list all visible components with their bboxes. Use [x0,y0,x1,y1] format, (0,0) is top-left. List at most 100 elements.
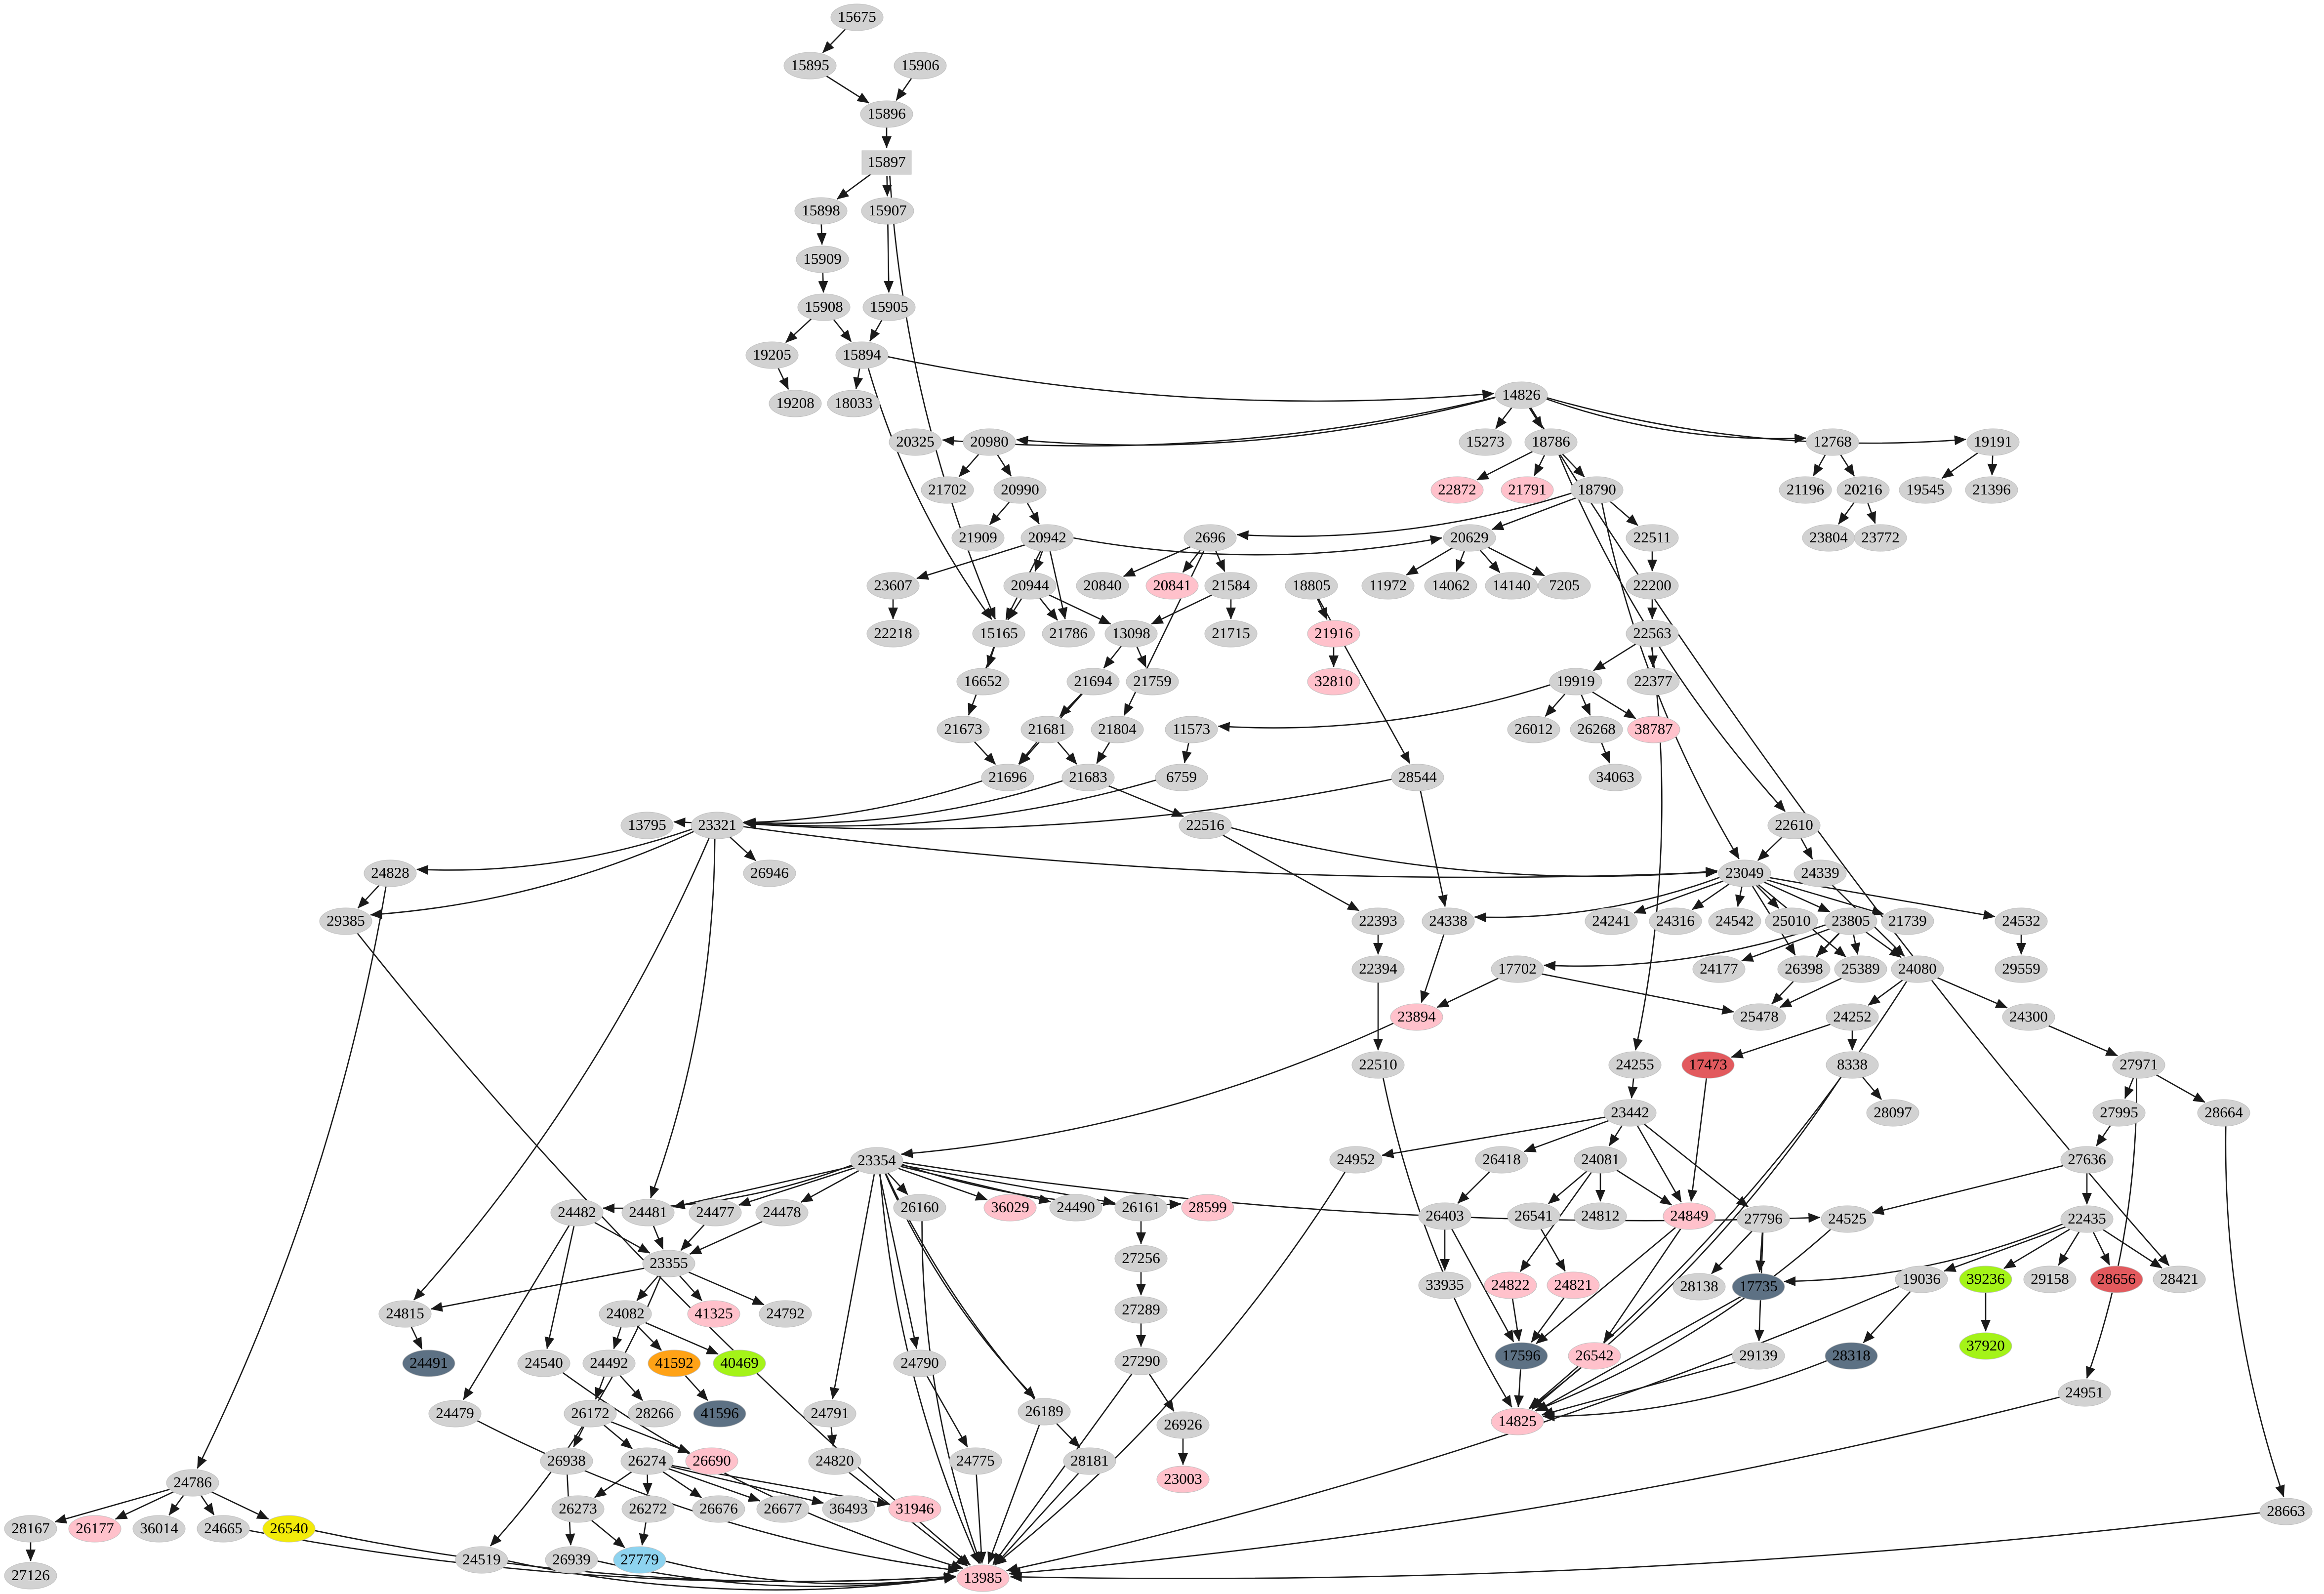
edge-14826-20980 [1016,397,1496,446]
graph-node-26542: 26542 [1568,1342,1621,1370]
node-label-24786: 24786 [173,1473,212,1491]
graph-node-37920: 37920 [1959,1332,2012,1360]
node-label-28167: 28167 [11,1519,50,1537]
edge-15905-15894 [869,320,883,342]
node-ellipse-shape [1114,1245,1168,1272]
node-ellipse-shape [1854,524,1907,552]
node-ellipse-shape [1570,716,1623,743]
graph-node-26939: 26939 [545,1546,598,1574]
node-label-27995: 27995 [2100,1104,2138,1121]
node-label-17735: 17735 [1739,1277,1778,1295]
edge-24786-36014 [168,1495,184,1516]
edge-23354-24478 [800,1170,859,1203]
node-ellipse-shape [1585,907,1638,935]
edge-23321-24815 [413,838,710,1301]
graph-node-27779: 27779 [613,1546,666,1574]
graph-node-24481: 24481 [621,1199,675,1226]
node-label-26677: 26677 [764,1500,802,1517]
node-label-26189: 26189 [1025,1402,1063,1420]
edge-24252-17473 [1731,1023,1831,1059]
node-label-25478: 25478 [1740,1008,1779,1025]
graph-node-21916: 21916 [1307,620,1360,648]
node-ellipse-shape [621,1495,675,1523]
graph-node-26177: 26177 [68,1515,122,1543]
node-label-22510: 22510 [1359,1056,1397,1073]
node-ellipse-shape [1155,764,1208,791]
node-ellipse-shape [1626,524,1679,552]
node-ellipse-shape [550,1199,604,1226]
node-ellipse-shape [642,1250,695,1277]
edge-15894-18033 [853,368,863,390]
node-ellipse-shape [132,1515,186,1543]
edge-24790-24775 [926,1376,968,1448]
edge-28181-13985 [994,1472,1079,1566]
graph-node-13985: 13985 [956,1564,1010,1592]
edge-15908-19205 [785,318,812,343]
node-ellipse-shape [1966,428,2020,456]
node-label-24952: 24952 [1337,1150,1375,1168]
node-ellipse-shape [1826,1051,1879,1079]
graph-node-21786: 21786 [1042,620,1095,648]
graph-node-15273: 15273 [1459,428,1512,456]
graph-node-15895: 15895 [783,52,837,80]
graph-node-11972: 11972 [1361,572,1415,600]
edge-26403-17596 [1451,1228,1514,1343]
graph-node-28656: 28656 [2090,1266,2143,1293]
graph-node-24822: 24822 [1484,1271,1537,1299]
edge-28318-14825 [1543,1360,1828,1422]
edge-24300-27971 [2048,1025,2118,1057]
node-label-26272: 26272 [629,1500,667,1517]
edge-18790-20629 [1491,497,1576,531]
node-ellipse-shape [861,197,914,225]
edge-22610-24339 [1800,838,1813,860]
node-ellipse-shape [1777,955,1831,983]
node-ellipse-shape [1307,668,1360,695]
node-label-23804: 23804 [1809,529,1848,546]
node-label-11573: 11573 [1173,720,1210,737]
graph-node-18790: 18790 [1570,476,1624,504]
edge-24482-23355 [594,1222,651,1254]
node-ellipse-shape [1091,716,1144,743]
graph-node-15909: 15909 [796,245,849,273]
edge-24815-24491 [410,1326,423,1350]
graph-node-21396: 21396 [1965,476,2018,504]
graph-node-22516: 22516 [1179,812,1232,839]
node-label-15905: 15905 [870,298,908,315]
graph-node-36493: 36493 [822,1495,875,1523]
edge-24822-17596 [1511,1298,1522,1342]
graph-node-24532: 24532 [1995,907,2048,935]
node-label-21702: 21702 [928,481,967,498]
node-label-21673: 21673 [944,720,982,737]
graph-node-27796: 27796 [1737,1205,1790,1233]
edge-28663-13985 [1010,1512,2260,1582]
graph-node-22563: 22563 [1626,620,1679,648]
edge-8338-28097 [1862,1076,1882,1100]
node-label-24542: 24542 [1715,912,1754,929]
node-ellipse-shape [1895,1266,1948,1293]
node-ellipse-shape [1626,620,1679,648]
node-label-21681: 21681 [1028,720,1066,737]
edge-23321-29385 [370,831,694,919]
node-ellipse-shape [1418,1271,1471,1299]
node-ellipse-shape [1495,381,1548,409]
node-ellipse-shape [1179,812,1232,839]
edge-20942-23607 [916,544,1025,580]
node-label-26541: 26541 [1514,1207,1553,1224]
graph-node-24815: 24815 [378,1300,432,1328]
node-label-24252: 24252 [1833,1008,1872,1025]
node-box-shape [861,150,912,175]
node-label-2696: 2696 [1195,529,1225,546]
graph-node-41592: 41592 [648,1349,701,1377]
edge-24481-23355 [652,1225,664,1250]
edge-14826-19191 [1547,397,1966,446]
node-ellipse-shape [1825,1342,1878,1370]
edge-26189-13985 [987,1425,1040,1564]
node-label-17596: 17596 [1502,1347,1541,1364]
node-ellipse-shape [827,390,880,417]
graph-node-24339: 24339 [1794,859,1847,887]
node-ellipse-shape [1507,1202,1560,1230]
edge-26160-13985 [921,1221,981,1564]
node-label-22200: 22200 [1633,576,1672,594]
graph-node-18786: 18786 [1524,428,1578,456]
node-ellipse-shape [866,572,920,600]
